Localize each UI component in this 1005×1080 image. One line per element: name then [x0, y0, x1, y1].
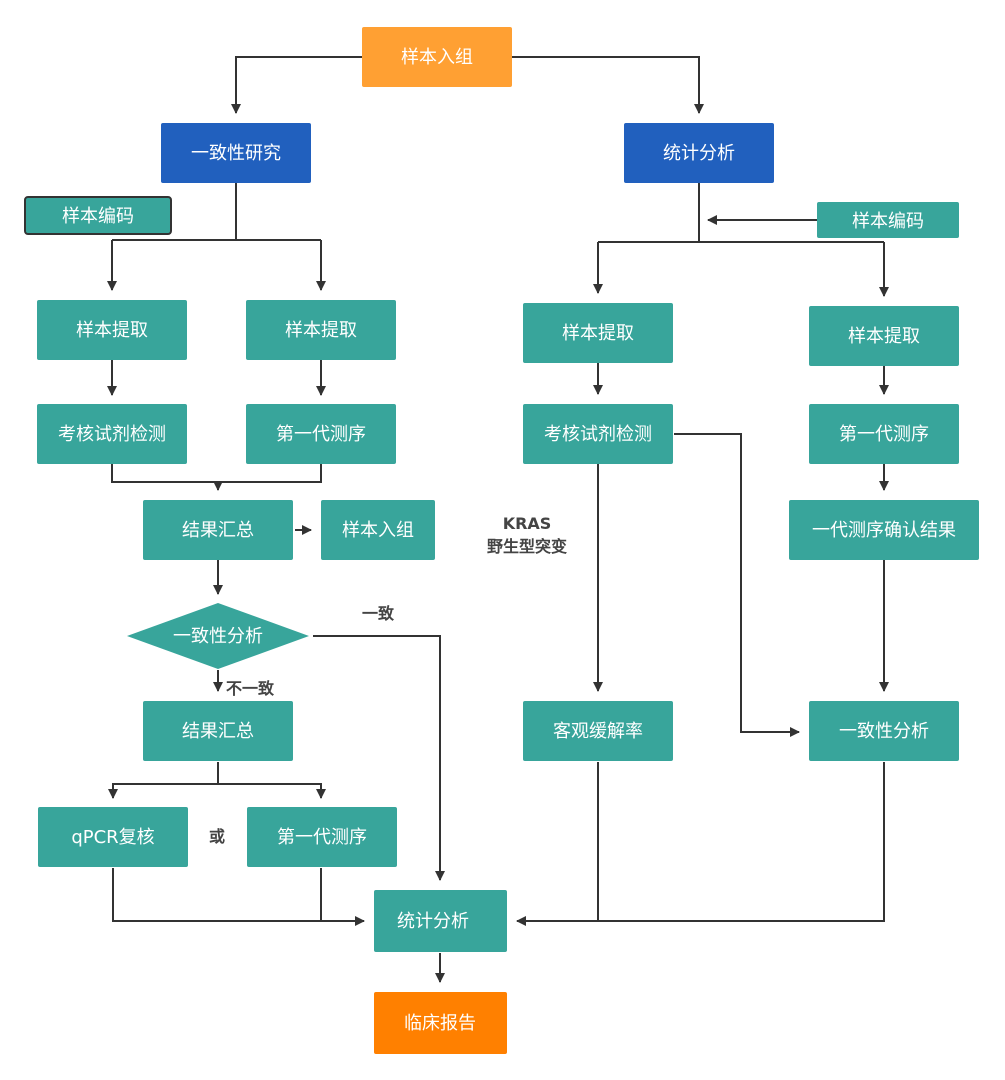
node-consistency-study-label: 一致性研究 — [191, 143, 281, 164]
node-sanger-recheck-label: 第一代测序 — [277, 827, 367, 848]
edge-consistency-right-to-stat — [516, 762, 885, 926]
node-kit-test-right[interactable]: 考核试剂检测 — [523, 404, 673, 464]
edge-labels: 一致 不一致 或 KRAS 野生型突变 — [209, 514, 567, 846]
node-sanger-confirm-label: 一代测序确认结果 — [812, 520, 956, 541]
edge-summary2-split — [108, 762, 219, 799]
node-sample-code-right-label: 样本编码 — [852, 211, 924, 232]
node-extract-l1-label: 样本提取 — [76, 320, 148, 341]
node-enroll-top-label: 样本入组 — [401, 47, 473, 68]
node-stat-analysis-bottom[interactable]: 统计分析 — [374, 890, 507, 952]
edge-label-inconsistent: 不一致 — [226, 679, 275, 698]
node-summary-1[interactable]: 结果汇总 — [143, 500, 293, 560]
node-sanger-confirm[interactable]: 一代测序确认结果 — [789, 500, 979, 560]
edge-label-kras-1: KRAS — [503, 514, 552, 533]
edge-label-or: 或 — [209, 827, 225, 846]
edge-label-consistent: 一致 — [362, 604, 395, 623]
node-consistency-decision[interactable]: 一致性分析 — [127, 603, 309, 669]
node-extract-r2[interactable]: 样本提取 — [809, 306, 959, 366]
node-stat-analysis-bottom-label: 统计分析 — [397, 911, 469, 932]
edge-enroll-to-stat — [512, 56, 704, 114]
connectors — [107, 56, 889, 983]
node-extract-l2[interactable]: 样本提取 — [246, 300, 396, 360]
node-sanger-right[interactable]: 第一代测序 — [809, 404, 959, 464]
node-stat-analysis-top[interactable]: 统计分析 — [624, 123, 774, 183]
node-extract-r1-label: 样本提取 — [562, 323, 634, 344]
node-consistency-right-label: 一致性分析 — [839, 721, 929, 742]
node-enroll-mid-label: 样本入组 — [342, 520, 414, 541]
edge-label-kras-2: 野生型突变 — [487, 537, 567, 556]
node-summary-2[interactable]: 结果汇总 — [143, 701, 293, 761]
edge-enroll-to-consistency — [231, 56, 362, 114]
node-consistency-study[interactable]: 一致性研究 — [161, 123, 311, 183]
node-extract-r1[interactable]: 样本提取 — [523, 303, 673, 363]
node-kit-test-left[interactable]: 考核试剂检测 — [37, 404, 187, 464]
node-sanger-left-label: 第一代测序 — [276, 424, 366, 445]
edge-summary2-split-right — [218, 783, 326, 799]
node-sample-code-left-label: 样本编码 — [62, 206, 134, 227]
node-sanger-left[interactable]: 第一代测序 — [246, 404, 396, 464]
node-orr[interactable]: 客观缓解率 — [523, 701, 673, 761]
node-clinical-report[interactable]: 临床报告 — [374, 992, 507, 1054]
node-enroll-mid[interactable]: 样本入组 — [321, 500, 435, 560]
node-stat-analysis-top-label: 统计分析 — [663, 143, 735, 164]
node-extract-l1[interactable]: 样本提取 — [37, 300, 187, 360]
node-extract-r2-label: 样本提取 — [848, 326, 920, 347]
node-summary-1-label: 结果汇总 — [182, 520, 254, 541]
edge-qpcr-to-stat — [112, 868, 365, 926]
node-kit-test-left-label: 考核试剂检测 — [58, 424, 166, 445]
node-orr-label: 客观缓解率 — [553, 721, 643, 742]
node-sample-code-right[interactable]: 样本编码 — [817, 202, 959, 238]
node-enroll-top[interactable]: 样本入组 — [362, 27, 512, 87]
node-sample-code-left[interactable]: 样本编码 — [24, 196, 172, 235]
nodes: 样本入组 一致性研究 统计分析 样本编码 样本编码 样本提取 样本提取 — [24, 27, 979, 1054]
node-qpcr[interactable]: qPCR复核 — [38, 807, 188, 867]
edge-kit-right-to-consistency — [674, 433, 800, 737]
node-sanger-right-label: 第一代测序 — [839, 424, 929, 445]
node-consistency-right[interactable]: 一致性分析 — [809, 701, 959, 761]
node-extract-l2-label: 样本提取 — [285, 320, 357, 341]
node-qpcr-label: qPCR复核 — [71, 827, 154, 848]
edge-decision-consistent — [313, 635, 445, 881]
node-consistency-decision-label: 一致性分析 — [173, 626, 263, 647]
edge-kit-left-down — [111, 464, 322, 483]
node-clinical-report-label: 临床报告 — [404, 1013, 476, 1034]
node-sanger-recheck[interactable]: 第一代测序 — [247, 807, 397, 867]
node-kit-test-right-label: 考核试剂检测 — [544, 424, 652, 445]
node-summary-2-label: 结果汇总 — [182, 721, 254, 742]
